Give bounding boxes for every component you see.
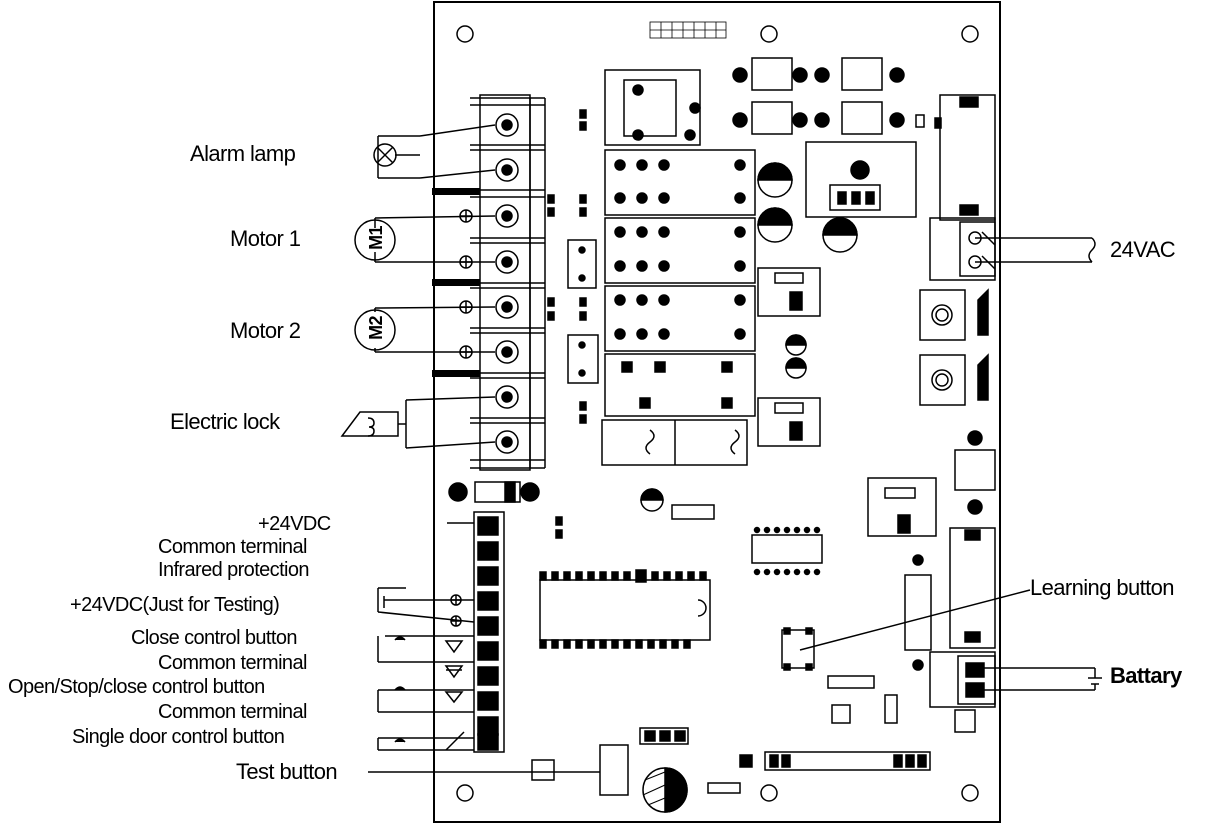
- transistor-3: [867, 477, 937, 537]
- bottom-header: [764, 751, 931, 771]
- top-components: [732, 67, 905, 128]
- single-door-control-label: Single door control button: [72, 726, 285, 748]
- open-stop-close-label: Open/Stop/close control button: [8, 676, 265, 698]
- common-terminal-3-label: Common terminal: [158, 701, 307, 723]
- screw-terminal-block-top: [470, 94, 546, 471]
- capacitors: [640, 162, 858, 512]
- motor1-label: Motor 1: [230, 226, 301, 251]
- test-button-label: Test button: [236, 759, 338, 784]
- voltage-regulator: [805, 141, 917, 218]
- transistor-2: [757, 397, 821, 447]
- motor2-label: Motor 2: [230, 318, 301, 343]
- motor2-symbol-label: M2: [365, 316, 386, 340]
- common-terminal-2-label: Common terminal: [158, 652, 307, 674]
- connector-top-right: [939, 94, 996, 221]
- alarm-lamp-wiring: [377, 124, 496, 179]
- terminal-battery: [929, 651, 996, 708]
- motor1-symbol: [354, 219, 396, 261]
- learning-button-label: Learning button: [1030, 575, 1175, 600]
- battery-label: Battary: [1110, 663, 1182, 688]
- learning-button-footprint: [781, 629, 815, 669]
- pot-motor2: [919, 354, 966, 406]
- vac24-label: 24VAC: [1110, 237, 1176, 262]
- alarm-lamp-symbol: [373, 143, 397, 167]
- top-header: [649, 21, 727, 39]
- pot-motor1: [919, 289, 966, 341]
- vdc24-testing-label: +24VDC(Just for Testing): [70, 594, 280, 616]
- common-terminal-1-label: Common terminal: [158, 536, 307, 558]
- vdc24-label: +24VDC: [258, 513, 331, 535]
- connector-right-mid: [949, 527, 996, 649]
- transistor-1: [757, 267, 821, 317]
- mounting-holes: [456, 25, 979, 802]
- electric-lock-symbol: [340, 411, 399, 437]
- motor2-wiring: [374, 306, 496, 353]
- electric-lock-label: Electric lock: [170, 409, 280, 434]
- screw-terminal-block-bottom: [473, 511, 505, 753]
- microcontroller: [539, 579, 711, 641]
- close-control-button-label: Close control button: [131, 627, 297, 649]
- motor2-symbol: [354, 309, 396, 351]
- relay-stack: [604, 149, 756, 417]
- screw-terminals-top: [495, 113, 519, 454]
- pcb-outline: [433, 1, 1001, 823]
- ic-small-1: [671, 504, 715, 520]
- led-footprints: [547, 109, 587, 539]
- alarm-lamp-label: Alarm lamp: [190, 141, 296, 166]
- motor1-symbol-label: M1: [365, 226, 386, 250]
- test-button-footprint: [599, 744, 629, 796]
- terminal-24vac: [929, 217, 996, 281]
- infrared-protection-label: Infrared protection: [158, 559, 310, 581]
- ic-small-2: [751, 534, 823, 564]
